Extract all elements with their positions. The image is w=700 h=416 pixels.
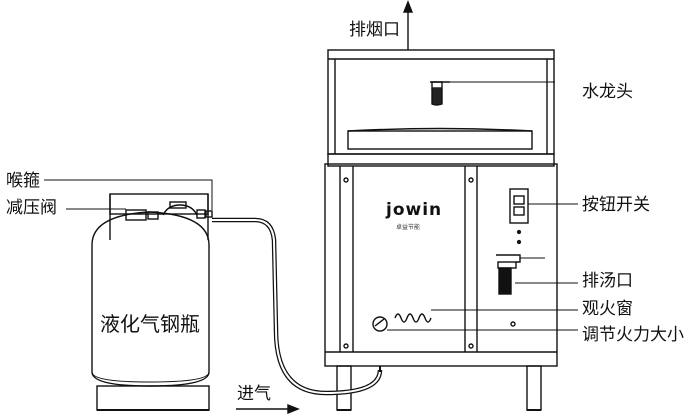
pressure-valve <box>125 201 213 221</box>
switch-label: 按钮开关 <box>582 195 650 215</box>
gas-inlet-arrow <box>236 403 300 415</box>
fire-adjust-label: 调节火力大小 <box>582 325 684 345</box>
gas-hose-inner <box>212 219 381 395</box>
fire-knob-icon <box>372 316 578 332</box>
cooker-legs <box>336 365 542 411</box>
drain-tap-icon <box>496 254 578 295</box>
brand-logo: jowin <box>386 200 443 220</box>
cooker-body <box>324 153 558 367</box>
brand-sub: 卓益节能 <box>396 224 421 231</box>
exhaust-arrow <box>402 0 414 50</box>
cylinder-label: 液化气钢瓶 <box>100 312 200 336</box>
button-switch-icon <box>509 188 578 245</box>
exhaust-label: 排烟口 <box>349 20 400 40</box>
fire-window-icon <box>394 309 578 323</box>
drain-label: 排汤口 <box>582 271 633 291</box>
gas-cylinder <box>91 193 210 411</box>
pressure-valve-label: 减压阀 <box>6 198 57 218</box>
throat-hoop-label: 喉箍 <box>6 171 40 191</box>
faucet-icon <box>430 81 555 106</box>
left-leader-lines <box>44 179 213 210</box>
faucet-label: 水龙头 <box>582 82 633 102</box>
gas-inlet-label: 进气 <box>237 384 271 404</box>
fire-window-label: 观火窗 <box>582 299 633 319</box>
gas-hose <box>212 217 383 396</box>
pot-rim <box>347 127 533 150</box>
